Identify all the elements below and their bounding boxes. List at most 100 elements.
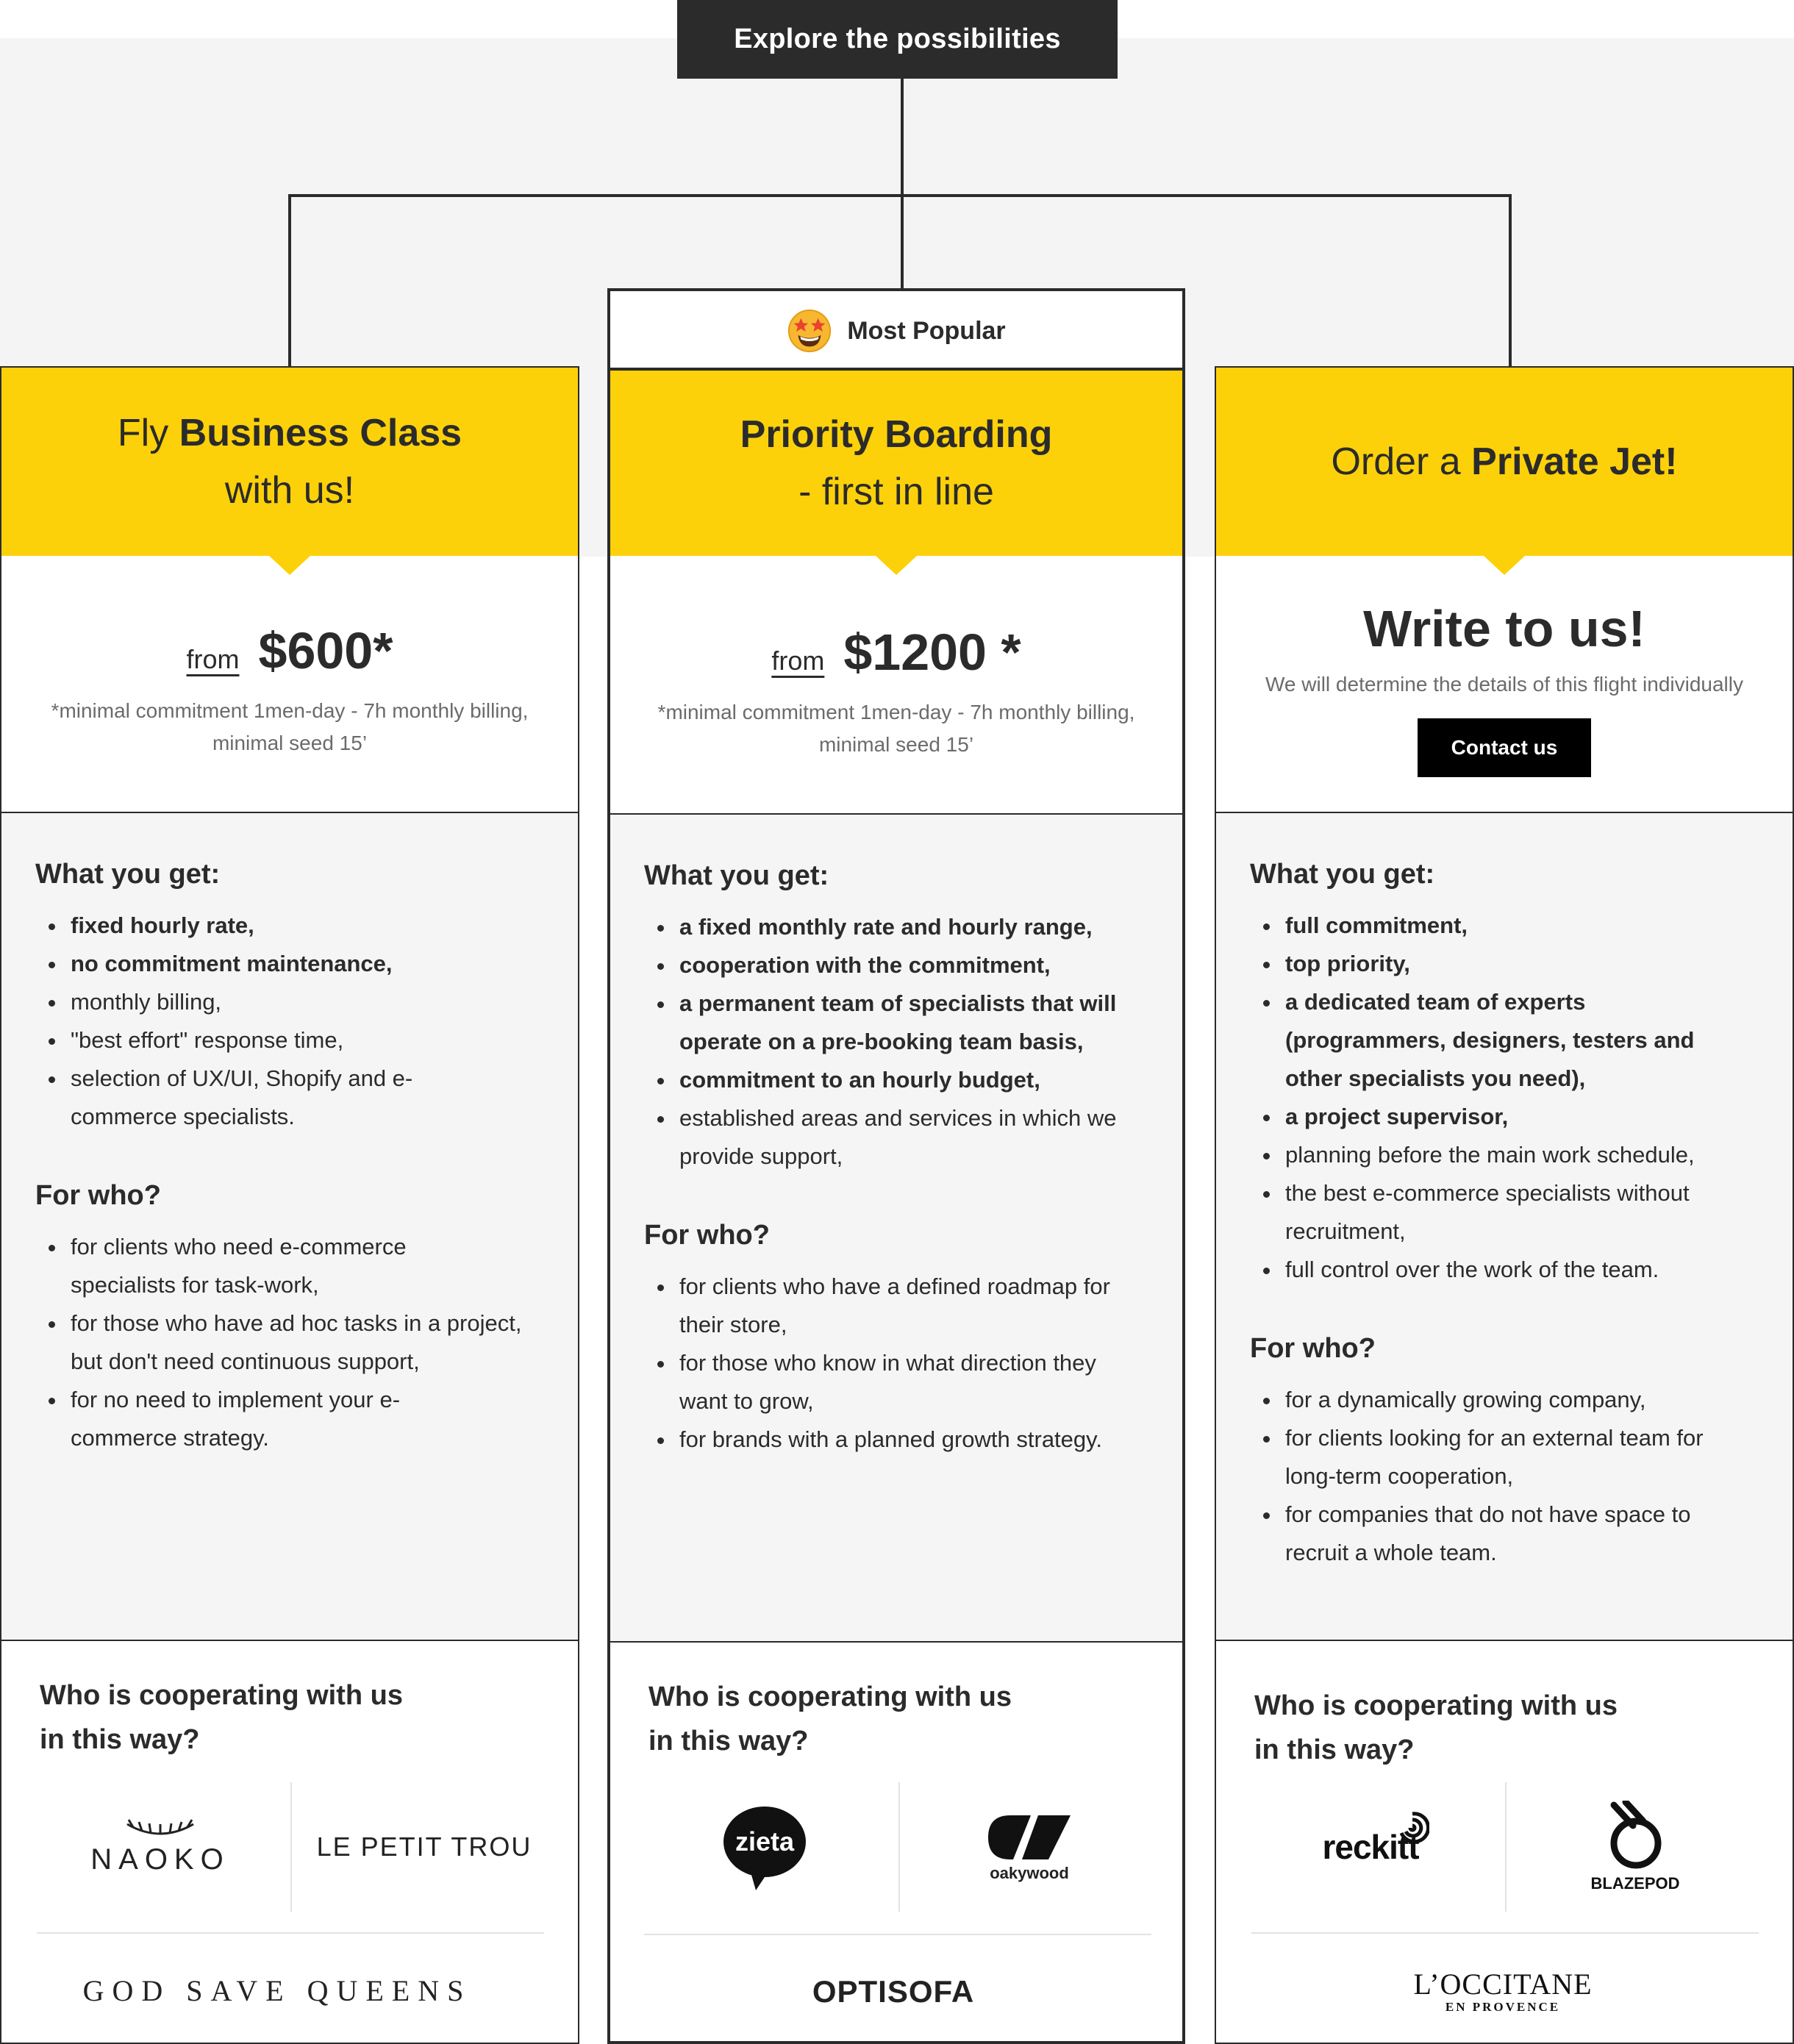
for-who-title: For who? [1250, 1333, 1376, 1364]
for-who-title: For who? [35, 1180, 161, 1211]
features-section: What you get: a fixed monthly rate and h… [610, 813, 1182, 1643]
list-item: no commitment maintenance, [35, 945, 543, 983]
for-who-title: For who? [644, 1220, 770, 1251]
plan-business-class: Fly Business Class with us! from $600* *… [0, 366, 579, 2044]
what-you-get-list: a fixed monthly rate and hourly range, c… [644, 908, 1151, 1176]
list-item: cooperation with the commitment, [644, 946, 1151, 985]
cooperating-title: Who is cooperating with us in this way? [40, 1680, 403, 1755]
price-from: from [771, 646, 825, 676]
features-section: What you get: fixed hourly rate, no comm… [1, 812, 578, 1641]
list-item: full control over the work of the team. [1250, 1251, 1757, 1289]
list-item: for a dynamically growing company, [1250, 1381, 1757, 1419]
what-you-get-title: What you get: [1250, 859, 1435, 890]
write-to-us-area: Write to us! We will determine the detai… [1216, 599, 1793, 777]
list-item: the best e-commerce specialists without … [1250, 1174, 1757, 1251]
list-item: fixed hourly rate, [35, 907, 543, 945]
plan-private-jet: Order a Private Jet! Write to us! We wil… [1215, 366, 1794, 2044]
star-struck-emoji-icon [788, 309, 832, 353]
header-pointer [269, 556, 310, 575]
plan-title: Fly Business Class with us! [117, 412, 462, 512]
partners-section: Who is cooperating with us in this way? … [1216, 1641, 1793, 2043]
connector-left [288, 194, 291, 368]
what-you-get-title: What you get: [35, 859, 221, 890]
zieta-bubble-icon: zieta [723, 1807, 806, 1890]
plan-priority-boarding: Priority Boarding - first in line from $… [607, 368, 1185, 2044]
contact-us-button[interactable]: Contact us [1418, 718, 1591, 777]
optisofa-logo: OPTISOFA [812, 1974, 975, 2009]
loccitane-logo: L’OCCITANE EN PROVENCE [1413, 1967, 1593, 2014]
logo-divider [644, 1934, 1151, 1935]
most-popular-tab: Most Popular [607, 288, 1185, 371]
price-note: *minimal commitment 1men-day - 7h monthl… [51, 699, 529, 754]
partners-section: Who is cooperating with us in this way? … [1, 1641, 578, 2043]
price-from: from [186, 644, 240, 674]
list-item: a permanent team of specialists that wil… [644, 985, 1151, 1061]
price-amount: $1200 * [843, 623, 1021, 681]
connector-stem [901, 79, 904, 290]
list-item: for those who have ad hoc tasks in a pro… [35, 1304, 550, 1381]
price-amount: $600* [258, 622, 393, 679]
logo-divider [290, 1782, 292, 1912]
header-pointer [876, 556, 917, 575]
list-item: for clients looking for an external team… [1250, 1419, 1757, 1496]
list-item: for no need to implement your e-commerce… [35, 1381, 462, 1457]
list-item: a fixed monthly rate and hourly range, [644, 908, 1151, 946]
for-who-list: for clients who have a defined roadmap f… [644, 1268, 1151, 1459]
list-item: "best effort" response time, [35, 1021, 543, 1059]
oakywood-logo: oakywood [904, 1782, 1154, 1915]
list-item: commitment to an hourly budget, [644, 1061, 1151, 1099]
list-item: full commitment, [1250, 907, 1757, 945]
what-you-get-list: fixed hourly rate, no commitment mainten… [35, 907, 543, 1136]
list-item: top priority, [1250, 945, 1757, 983]
write-to-us-title: Write to us! [1363, 600, 1645, 657]
list-item: selection of UX/UI, Shopify and e-commer… [35, 1059, 447, 1136]
price-area: from $1200 * *minimal commitment 1men-da… [610, 623, 1182, 761]
plan-title: Priority Boarding - first in line [740, 413, 1053, 513]
price-area: from $600* *minimal commitment 1men-day … [1, 621, 578, 760]
blazepod-pod-icon [1610, 1801, 1662, 1869]
le-petit-trou-logo: LE PETIT TROU [316, 1832, 532, 1862]
connector-right [1509, 194, 1512, 368]
list-item: a project supervisor, [1250, 1098, 1757, 1136]
naoko-logo: NAOKO [43, 1781, 278, 1913]
partners-section: Who is cooperating with us in this way? … [610, 1643, 1182, 2041]
plan-header: Order a Private Jet! [1216, 368, 1793, 575]
zieta-logo: zieta [640, 1782, 890, 1915]
what-you-get-list: full commitment, top priority, a dedicat… [1250, 907, 1757, 1289]
list-item: for companies that do not have space to … [1250, 1496, 1720, 1572]
features-section: What you get: full commitment, top prior… [1216, 812, 1793, 1641]
what-you-get-title: What you get: [644, 860, 829, 891]
oakywood-mark-icon [988, 1815, 1071, 1859]
reckitt-logo: reckitt [1246, 1781, 1495, 1913]
list-item: for brands with a planned growth strateg… [644, 1421, 1151, 1459]
logo-divider [898, 1782, 900, 1912]
list-item: established areas and services in which … [644, 1099, 1151, 1176]
cooperating-title: Who is cooperating with us in this way? [1254, 1690, 1618, 1765]
god-save-queens-logo: GOD SAVE QUEENS [82, 1973, 472, 2007]
blazepod-logo: BLAZEPOD [1510, 1773, 1760, 1920]
list-item: for those who know in what direction the… [644, 1344, 1122, 1421]
for-who-list: for a dynamically growing company, for c… [1250, 1381, 1757, 1572]
logo-divider [1251, 1932, 1759, 1934]
list-item: for clients who have a defined roadmap f… [644, 1268, 1151, 1344]
price-note: *minimal commitment 1men-day - 7h monthl… [657, 701, 1135, 756]
eyelash-icon [126, 1818, 194, 1834]
list-item: monthly billing, [35, 983, 543, 1021]
list-item: a dedicated team of experts (programmers… [1250, 983, 1706, 1098]
reckitt-swirl-icon [1399, 1812, 1429, 1844]
list-item: planning before the main work schedule, [1250, 1136, 1757, 1174]
for-who-list: for clients who need e-commerce speciali… [35, 1228, 550, 1457]
plan-header: Fly Business Class with us! [1, 368, 578, 575]
connector-horizontal [288, 194, 1512, 197]
header-pointer [1484, 556, 1525, 575]
list-item: for clients who need e-commerce speciali… [35, 1228, 447, 1304]
logo-divider [1505, 1782, 1507, 1912]
logo-divider [37, 1932, 544, 1934]
plan-title: Order a Private Jet! [1331, 440, 1678, 483]
plan-header: Priority Boarding - first in line [610, 371, 1182, 575]
svg-text:zieta: zieta [735, 1826, 795, 1857]
cooperating-title: Who is cooperating with us in this way? [648, 1682, 1012, 1757]
explore-label: Explore the possibilities [677, 0, 1118, 79]
write-to-us-description: We will determine the details of this fl… [1265, 673, 1743, 696]
most-popular-label: Most Popular [847, 316, 1006, 345]
